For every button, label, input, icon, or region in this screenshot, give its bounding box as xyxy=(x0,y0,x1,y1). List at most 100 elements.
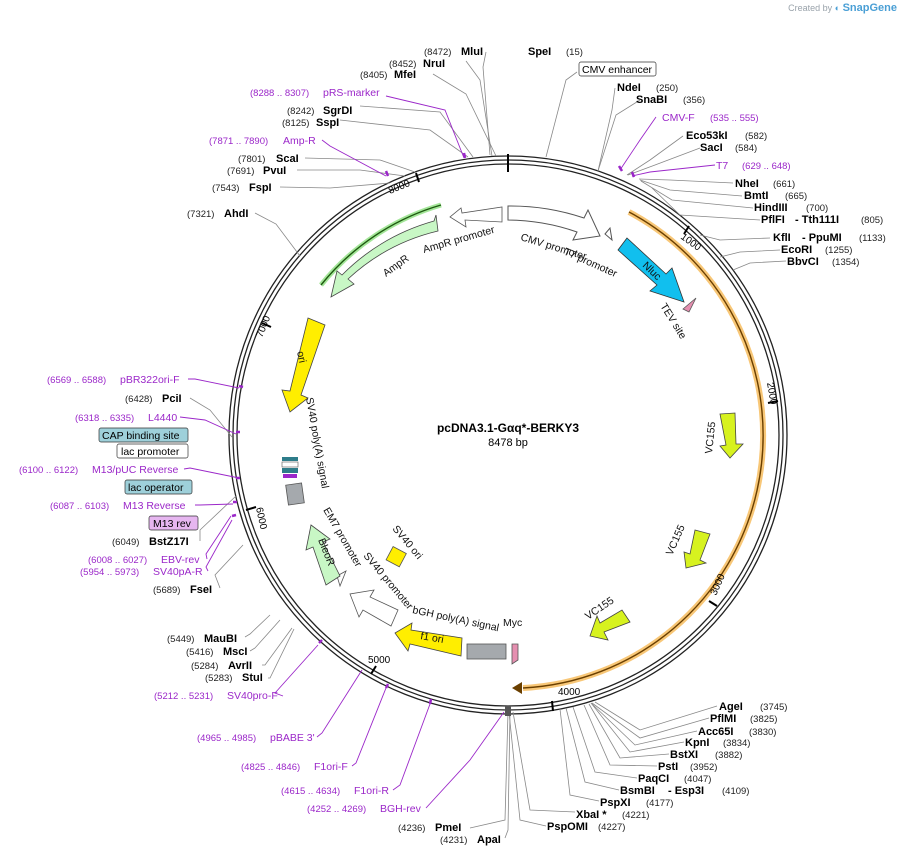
nluc-arrow xyxy=(617,237,685,303)
cap-binding-block xyxy=(282,457,298,461)
snapgene-brand: Created by ◐ SnapGene xyxy=(788,2,897,14)
sv40-ori-block xyxy=(385,545,407,568)
spei-name: SpeI xyxy=(528,46,551,58)
f1f-name: F1ori-F xyxy=(314,761,348,773)
nhei-pos: (661) xyxy=(773,179,795,190)
prs-range: (8288 .. 8307) xyxy=(250,88,309,99)
orf-arc-core xyxy=(522,211,764,689)
tick-6000: 6000 xyxy=(253,506,268,530)
pbr-name: pBR322ori-F xyxy=(120,374,180,386)
t7-promoter-label: T7 promoter xyxy=(562,246,620,280)
scai-name: ScaI xyxy=(276,153,299,165)
lac-operator-box xyxy=(124,479,193,495)
m13r-range: (6087 .. 6103) xyxy=(50,501,109,512)
sgrdi-pos: (8242) xyxy=(287,106,314,117)
msci-pos: (5416) xyxy=(186,647,213,658)
tick-4000: 4000 xyxy=(558,687,581,698)
ampr-arrow xyxy=(330,214,439,298)
pflmi-pos: (3825) xyxy=(750,714,777,725)
apai-name: ApaI xyxy=(477,834,501,846)
maubi-pos: (5449) xyxy=(167,634,194,645)
plasmid-size: 8478 bp xyxy=(488,437,528,449)
right-labels: SpeI (15) CMV enhancer NdeI (250) SnaBI … xyxy=(528,46,886,833)
kfli-name: KflI xyxy=(773,232,791,244)
fsei-name: FseI xyxy=(190,584,212,596)
ampr-orf-arc-core xyxy=(320,204,442,286)
m13-rev-box xyxy=(148,515,199,531)
tick-5000: 5000 xyxy=(368,655,391,666)
pspomi-name: PspOMI xyxy=(547,821,588,833)
cmv-promoter-arrow xyxy=(507,205,601,241)
paqci-pos: (4047) xyxy=(684,774,711,785)
plasmid-name: pcDNA3.1-Gαq*-BERKY3 xyxy=(437,421,579,435)
m13-rev-text: M13 rev xyxy=(153,518,192,530)
fspi-name: FspI xyxy=(249,182,272,194)
sv40pa-name: SV40pA-R xyxy=(153,566,203,578)
pspomi-pos: (4227) xyxy=(598,822,625,833)
ppumi-name: - PpuMI xyxy=(802,232,842,244)
cap-binding-text: CAP binding site xyxy=(102,430,180,442)
tth111i-name: - Tth111I xyxy=(795,214,839,226)
bgh-range: (4252 .. 4269) xyxy=(307,804,366,815)
sv40pa-range: (5954 .. 5973) xyxy=(80,567,139,578)
avrii-pos: (5284) xyxy=(191,661,218,672)
mlui-pos: (8472) xyxy=(424,47,451,58)
pbr-range: (6569 .. 6588) xyxy=(47,375,106,386)
vc155-arrow-2 xyxy=(683,529,711,569)
lac-operator-text: lac operator xyxy=(128,482,184,494)
primer-leader-lines xyxy=(179,95,716,809)
spei-pos: (15) xyxy=(566,47,583,58)
ahdi-name: AhdI xyxy=(224,208,248,220)
ampr-primer-range: (7871 .. 7890) xyxy=(209,136,268,147)
pcii-name: PciI xyxy=(162,393,182,405)
kpni-pos: (3834) xyxy=(723,738,750,749)
ahdi-pos: (7321) xyxy=(187,209,214,220)
ebv-name: EBV-rev xyxy=(161,554,200,566)
cmvf-range: (535 .. 555) xyxy=(710,113,759,124)
l4440-range: (6318 .. 6335) xyxy=(75,413,134,424)
nhei-name: NheI xyxy=(735,178,759,190)
esp3i-name: - Esp3I xyxy=(668,785,704,797)
tev-site-label: TEV site xyxy=(657,301,688,341)
sv40-promoter-arrow xyxy=(349,589,399,627)
ebv-range: (6008 .. 6027) xyxy=(88,555,147,566)
sv40pro-name: SV40pro-F xyxy=(227,690,278,702)
pflfi-pos: (805) xyxy=(861,215,883,226)
pvui-pos: (7691) xyxy=(227,166,254,177)
ndei-pos: (250) xyxy=(656,83,678,94)
vc155-arrow-1 xyxy=(719,412,744,459)
t7-range: (629 .. 648) xyxy=(742,161,791,172)
tick-8000: 8000 xyxy=(387,178,412,197)
mfei-name: MfeI xyxy=(394,69,416,81)
bbvci-pos: (1354) xyxy=(832,257,859,268)
l4440-name: L4440 xyxy=(148,412,177,424)
xbai-pos: (4221) xyxy=(622,810,649,821)
pspxi-name: PspXI xyxy=(600,797,631,809)
m13puc-name: M13/pUC Reverse xyxy=(92,464,179,476)
ampr-promoter-arrow xyxy=(449,206,503,228)
sv40pro-range: (5212 .. 5231) xyxy=(154,691,213,702)
nrui-pos: (8452) xyxy=(389,59,416,70)
bstz17i-pos: (6049) xyxy=(112,537,139,548)
vc155-arrow-3 xyxy=(589,609,631,641)
saci-pos: (584) xyxy=(735,143,757,154)
acc65i-name: Acc65I xyxy=(698,726,733,738)
ndei-name: NdeI xyxy=(617,82,641,94)
lac-operator-block xyxy=(282,468,298,473)
top-origin-mark xyxy=(507,154,509,172)
psti-name: PstI xyxy=(658,761,678,773)
ampr-primer-name: Amp-R xyxy=(283,135,316,147)
bgh-name: BGH-rev xyxy=(380,803,422,815)
myc-marker xyxy=(511,643,519,665)
stui-name: StuI xyxy=(242,672,263,684)
site-cluster-mark xyxy=(505,706,511,716)
mfei-pos: (8405) xyxy=(360,70,387,81)
t7-name: T7 xyxy=(716,160,728,172)
t7-promoter-arrow xyxy=(604,226,613,242)
ampr-label: AmpR xyxy=(381,252,412,279)
stui-pos: (5283) xyxy=(205,673,232,684)
scai-pos: (7801) xyxy=(238,154,265,165)
lac-promoter-box xyxy=(116,443,189,459)
bgh-polya-block xyxy=(466,643,507,660)
snabi-pos: (356) xyxy=(683,95,705,106)
